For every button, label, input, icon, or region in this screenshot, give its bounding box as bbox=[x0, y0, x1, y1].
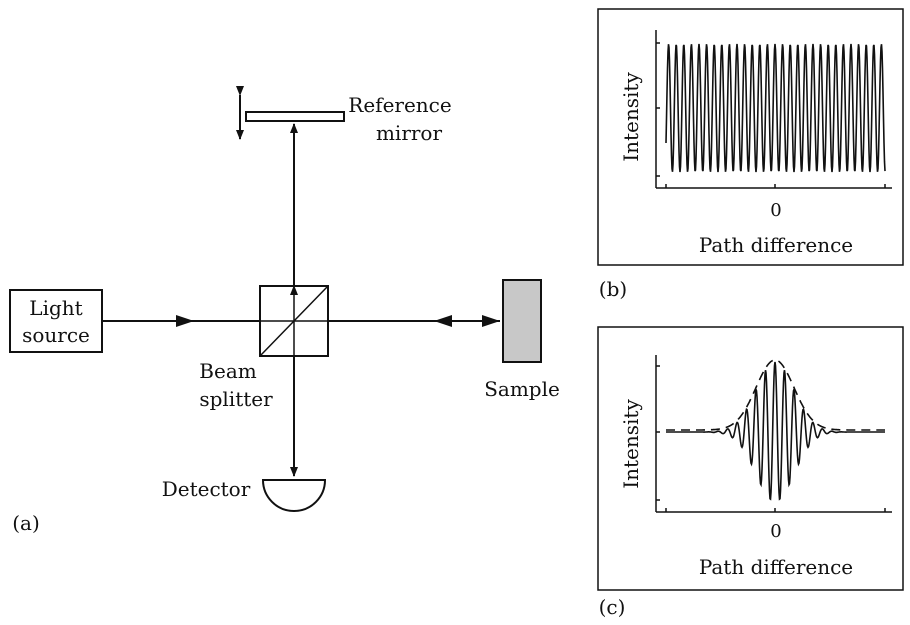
panel-c-fringe-curve bbox=[666, 361, 885, 501]
reference-mirror bbox=[245, 111, 345, 122]
detector-label: Detector bbox=[162, 477, 251, 501]
sample-block bbox=[502, 279, 542, 363]
panel-b-plot: 0 Path difference Intensity (b) bbox=[597, 8, 904, 301]
light-source-label-line1: Light bbox=[29, 296, 82, 320]
panel-b-caption: (b) bbox=[599, 277, 627, 301]
reference-mirror-label-line1: Reference bbox=[348, 93, 451, 117]
sample-beam-arrow-right bbox=[482, 315, 500, 327]
panel-b-fringe-curve bbox=[665, 43, 886, 173]
panel-b-x-axis-label: Path difference bbox=[699, 233, 853, 257]
panel-a-schematic: Light source Reference mirror Sample Bea… bbox=[9, 86, 560, 535]
light-source-box bbox=[9, 289, 103, 353]
panel-c-x-axis-label: Path difference bbox=[699, 555, 853, 579]
beam-splitter-label-line1: Beam bbox=[199, 359, 256, 383]
panel-c-caption: (c) bbox=[599, 595, 626, 619]
panel-c-y-axis-label: Intensity bbox=[619, 399, 643, 489]
sample-beam-arrow-left bbox=[434, 315, 452, 327]
beam-direction-arrow bbox=[176, 315, 194, 327]
sample-label: Sample bbox=[484, 377, 560, 401]
reference-mirror-label-line2: mirror bbox=[376, 121, 443, 145]
panel-c-x-tick-label: 0 bbox=[770, 521, 781, 542]
panel-c-plot: 0 Path difference Intensity (c) bbox=[597, 326, 904, 619]
panel-b-x-tick-label: 0 bbox=[770, 200, 781, 221]
beam-splitter-label-line2: splitter bbox=[199, 387, 273, 411]
panel-a-caption: (a) bbox=[12, 511, 40, 535]
panel-c-envelope-curve bbox=[666, 359, 885, 431]
light-source-label-line2: source bbox=[22, 323, 90, 347]
detector-dome bbox=[261, 479, 327, 512]
panel-b-y-axis-label: Intensity bbox=[619, 72, 643, 162]
